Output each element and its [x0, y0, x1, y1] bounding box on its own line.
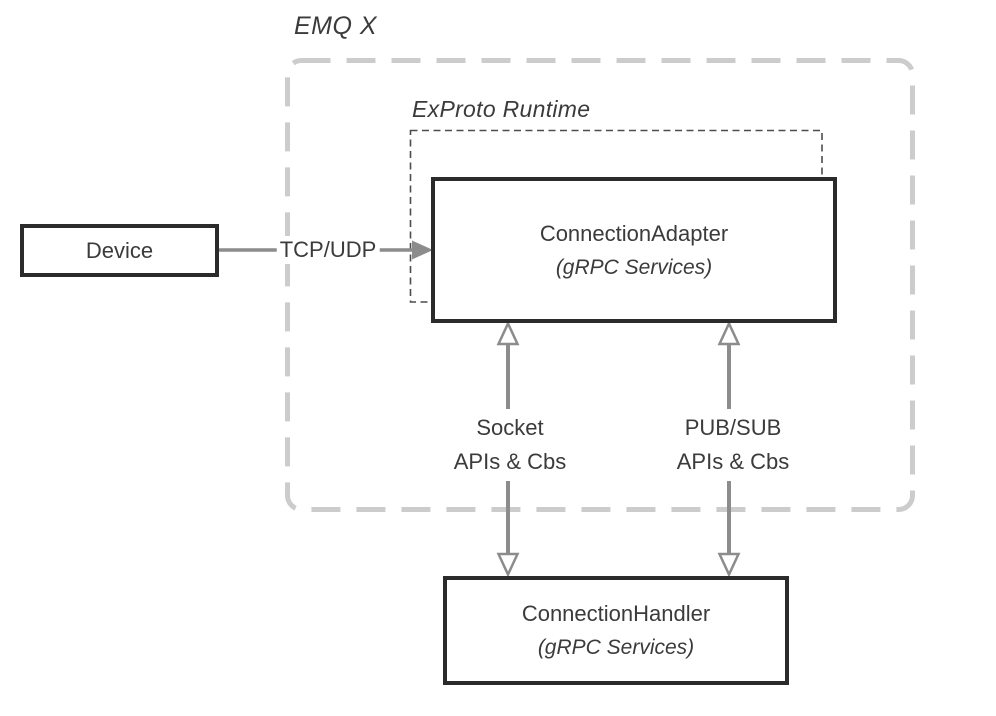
device-box: Device [20, 224, 219, 277]
pubsub-arrow-label-line1: PUB/SUB [684, 415, 782, 440]
socket-arrow-label: Socket APIs & Cbs [447, 409, 573, 481]
connection-handler-box: ConnectionHandler (gRPC Services) [443, 576, 789, 685]
pubsub-arrow-up-arrowhead [717, 320, 741, 346]
socket-arrow-up-arrowhead [496, 320, 520, 346]
socket-arrow-down-arrowhead [496, 552, 520, 578]
socket-arrow-label-line2: APIs & Cbs [453, 449, 567, 474]
connection-handler-title: ConnectionHandler [521, 601, 711, 626]
pubsub-arrow-label-line2: APIs & Cbs [676, 449, 790, 474]
connection-adapter-subtitle: (gRPC Services) [555, 255, 713, 279]
connection-handler-subtitle: (gRPC Services) [537, 636, 695, 659]
exproto-runtime-label: ExProto Runtime [412, 96, 591, 122]
pubsub-arrow-down-arrowhead [717, 552, 741, 578]
connection-adapter-box: ConnectionAdapter (gRPC Services) [431, 177, 837, 323]
device-box-label: Device [85, 238, 154, 263]
socket-arrow-label-line1: Socket [476, 415, 544, 440]
tcp-udp-arrowhead [412, 240, 433, 260]
pubsub-arrow-label: PUB/SUB APIs & Cbs [670, 409, 796, 481]
tcp-udp-arrow-label: TCP/UDP [276, 236, 380, 264]
emqx-dashed-boundary [285, 58, 915, 512]
connection-adapter-title: ConnectionAdapter [539, 220, 729, 246]
emqx-label: EMQ X [294, 12, 378, 40]
